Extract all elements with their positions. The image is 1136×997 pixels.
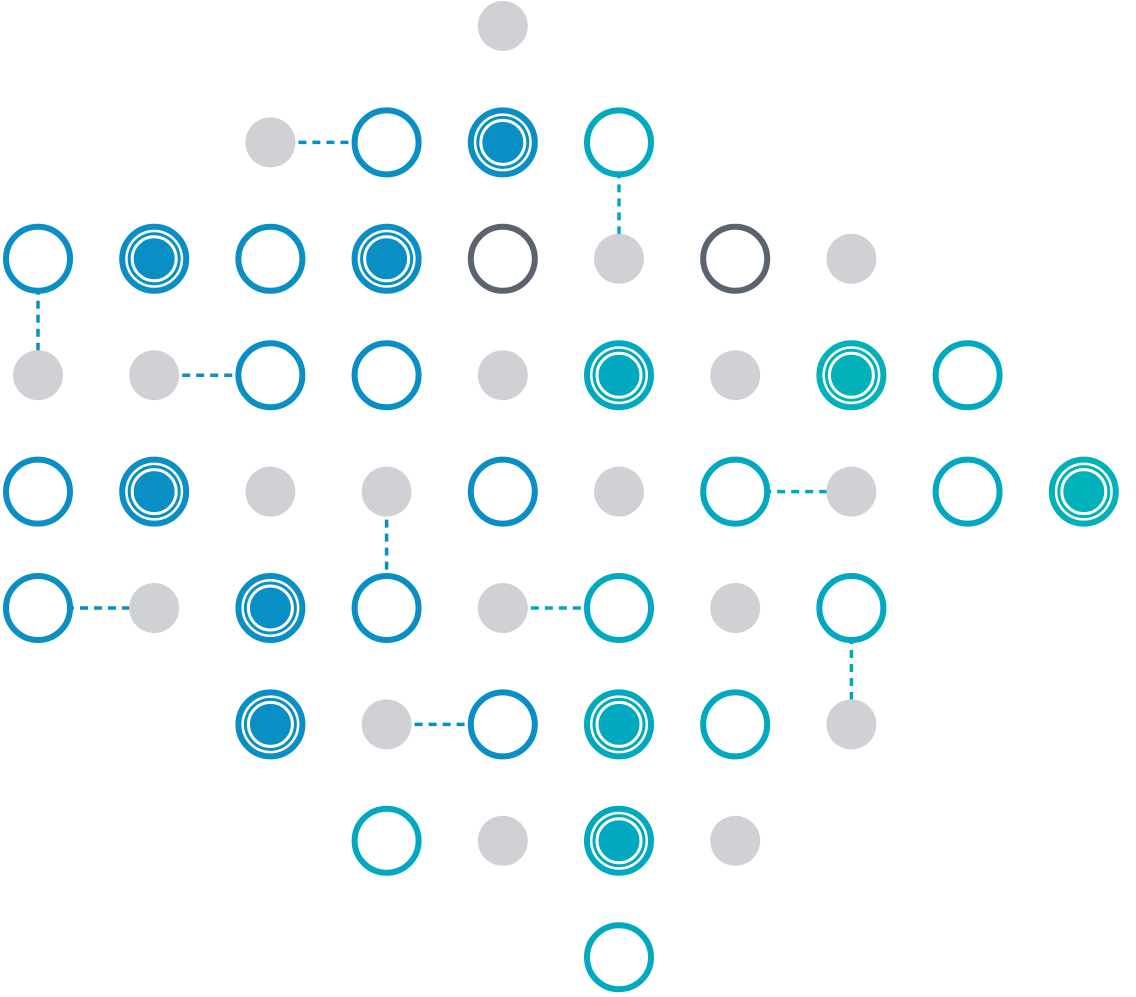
hollow-ring-node — [584, 922, 654, 993]
hollow-ring-node — [351, 805, 422, 876]
filled-ring-node — [467, 107, 538, 178]
hollow-ring-node — [3, 456, 73, 527]
gray-dot-node — [826, 466, 877, 517]
hollow-ring-node — [3, 223, 73, 294]
hollow-ring-node — [816, 573, 887, 643]
hollow-ring-node — [932, 340, 1003, 411]
filled-ring-node — [119, 223, 190, 294]
hollow-ring-node — [584, 107, 654, 178]
hollow-ring-node — [351, 340, 422, 411]
filled-ring-node — [119, 456, 190, 527]
gray-dot-node — [477, 815, 528, 866]
gray-dot-node — [129, 350, 180, 401]
hollow-ring-node — [700, 689, 771, 760]
hollow-ring-node — [235, 340, 306, 411]
node-layer — [3, 1, 1119, 993]
gray-dot-node — [361, 466, 412, 517]
gray-dot-node — [710, 350, 761, 401]
hollow-ring-node — [467, 456, 538, 527]
hollow-ring-node — [467, 689, 538, 760]
gray-dot-node — [594, 466, 644, 517]
filled-ring-node — [235, 689, 306, 760]
filled-ring-node — [235, 573, 306, 643]
gray-dot-node — [245, 117, 296, 168]
hollow-ring-node — [700, 223, 771, 294]
gray-dot-node — [477, 1, 528, 51]
gray-dot-node — [826, 233, 877, 284]
gray-dot-node — [477, 350, 528, 401]
hollow-ring-node — [467, 223, 538, 294]
hollow-ring-node — [932, 456, 1003, 527]
filled-ring-node — [584, 689, 654, 760]
gray-dot-node — [710, 815, 761, 866]
gray-dot-node — [245, 466, 296, 517]
filled-ring-node — [584, 805, 654, 876]
hollow-ring-node — [584, 573, 654, 643]
hollow-ring-node — [351, 107, 422, 178]
hollow-ring-node — [351, 573, 422, 643]
hollow-ring-node — [235, 223, 306, 294]
gray-dot-node — [13, 350, 63, 401]
filled-ring-node — [1048, 456, 1119, 527]
hollow-ring-node — [700, 456, 771, 527]
filled-ring-node — [816, 340, 887, 411]
gray-dot-node — [826, 699, 877, 750]
gray-dot-node — [594, 233, 644, 284]
gray-dot-node — [361, 699, 412, 750]
hollow-ring-node — [3, 573, 73, 643]
gray-dot-node — [710, 583, 761, 633]
filled-ring-node — [351, 223, 422, 294]
gray-dot-node — [477, 583, 528, 633]
filled-ring-node — [584, 340, 654, 411]
gray-dot-node — [129, 583, 180, 633]
